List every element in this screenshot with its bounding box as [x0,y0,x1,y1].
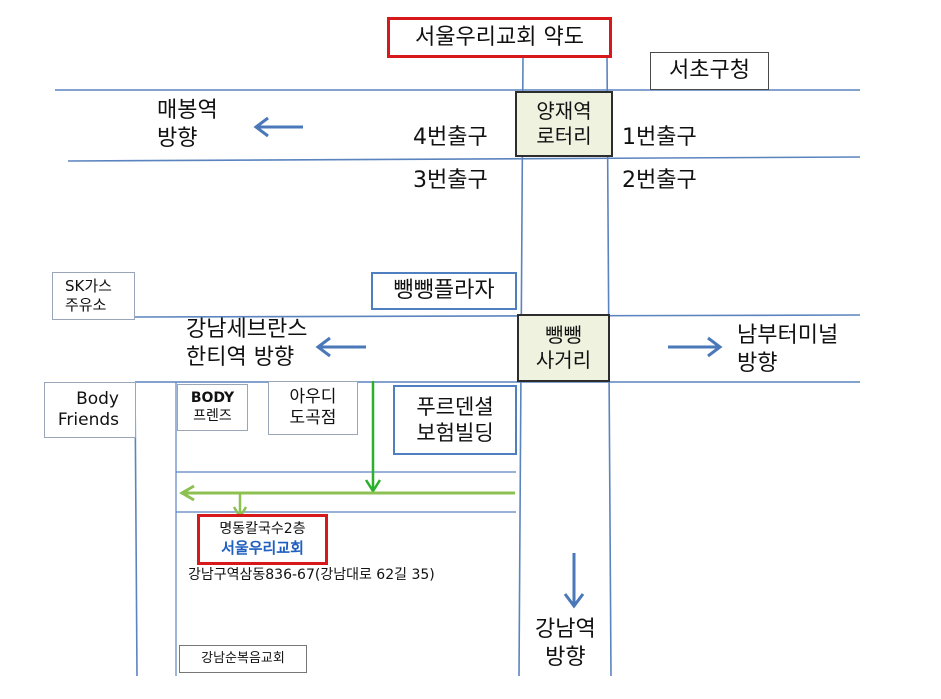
bbbb-intersection-line2: 사거리 [535,348,592,372]
exit-3-label: 3번출구 [413,168,488,193]
audi-line2: 도곡점 [289,408,337,428]
yangjae-rotary-line1: 양재역 [536,99,592,123]
exit-2-label: 2번출구 [622,168,697,193]
body-friends-inner-line2: 프렌즈 [193,407,232,424]
road-h2 [67,156,861,162]
maebong-line1: 매봉역 [157,98,218,123]
bbbb-plaza-box: 뺑뺑플라자 [371,272,517,310]
hanti-label: 한티역 [186,344,247,370]
church-address: 강남구역삼동836-67(강남대로 62길 35) [188,567,435,583]
seocho-office-box: 서초구청 [650,52,769,90]
arrow-down-gangnam [563,553,585,609]
sunbogeum-label: 강남순복음교회 [201,650,285,666]
nambu-line1: 남부터미널 [737,323,839,348]
maebong-direction: 매봉역 방향 [157,97,218,152]
sk-gas-line1: SK가스 [65,277,112,296]
maebong-line2: 방향 [157,125,198,151]
seocho-office-label: 서초구청 [669,58,750,84]
bbbb-intersection-line1: 뺑뺑 [545,323,582,347]
arrow-left-hanti [315,336,366,358]
arrow-left-maebong [253,116,303,138]
hanti-direction-label: 방향 [253,344,295,370]
bbbb-intersection-box: 뺑뺑 사거리 [517,314,610,382]
church-box: 명동칼국수2층 서울우리교회 [197,514,328,565]
yangjae-rotary-line2: 로터리 [536,124,592,148]
exit-1-label: 1번출구 [622,125,697,150]
prudential-line1: 푸르덴셜 [416,394,494,419]
yangjae-rotary-box: 양재역 로터리 [515,91,613,157]
body-friends-outer-box: Body Friends [44,382,136,438]
bbbb-plaza-label: 뺑뺑플라자 [393,278,495,304]
arrow-right-nambu [668,336,723,358]
church-name-label: 서울우리교회 [221,538,304,557]
prudential-box: 푸르덴셜 보험빌딩 [393,385,517,455]
body-friends-outer-line2: Friends [57,410,119,430]
map-title: 서울우리교회 약도 [387,17,612,58]
body-friends-inner-box: BODY 프렌즈 [177,384,248,431]
exit-4-label: 4번출구 [413,125,488,150]
sunbogeum-box: 강남순복음교회 [179,645,307,673]
gangnam-severance-line1: 강남세브란스 [186,317,308,342]
route-green-down [364,381,382,494]
prudential-line2: 보험빌딩 [416,421,494,445]
nambu-line2: 방향 [737,350,778,376]
audi-line1: 아우디 [289,386,337,407]
map-title-text: 서울우리교회 약도 [415,24,584,50]
sk-gas-line2: 주유소 [65,296,107,314]
route-lightgreen-left [179,484,515,502]
road-h3 [134,314,861,318]
audi-box: 아우디 도곡점 [268,381,358,435]
gangnam-station-line2: 방향 [545,644,586,670]
body-friends-outer-line1: Body [76,388,119,409]
gangnam-severance-line2: 한티역 방향 [186,344,307,372]
gangnam-severance-direction: 강남세브란스 한티역 방향 [186,316,307,371]
sk-gas-box: SK가스 주유소 [52,272,135,320]
body-friends-inner-line1: BODY [190,390,235,406]
church-floor-label: 명동칼국수2층 [219,521,306,538]
nambu-terminal-direction: 남부터미널 방향 [737,322,838,377]
gangnam-station-line1: 강남역 [535,617,596,642]
gangnam-station-direction: 강남역 방향 [535,616,596,671]
